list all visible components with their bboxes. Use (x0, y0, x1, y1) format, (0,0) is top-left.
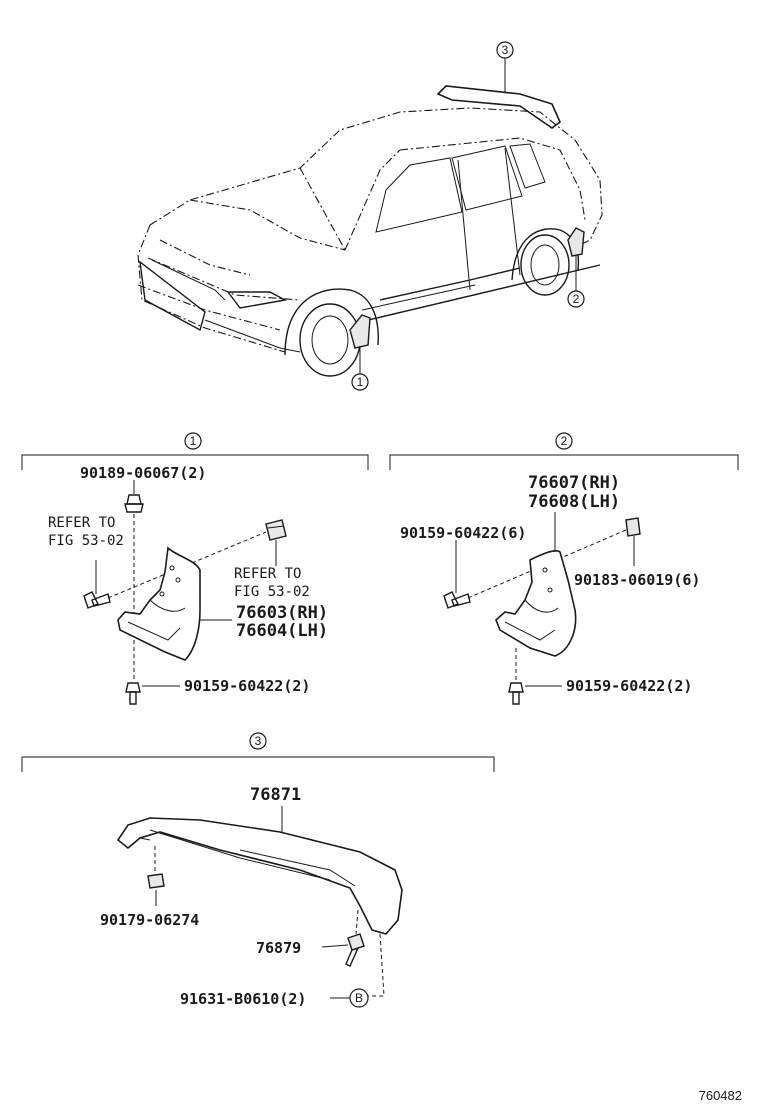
section-3-header: 3 (21, 732, 495, 772)
part-label-90189-06067: 90189-06067(2) (80, 464, 206, 482)
callout-3-vehicle: 3 (496, 41, 514, 92)
section-3-parts: B (116, 806, 403, 1008)
bolt-icon (345, 933, 365, 967)
mudguard-rear (495, 550, 577, 657)
svg-text:1: 1 (190, 434, 197, 448)
svg-text:3: 3 (255, 734, 262, 748)
callout-2-vehicle: 2 (567, 255, 585, 308)
part-label-90159-60422: 90159-60422(2) (184, 677, 310, 695)
clip-icon (265, 519, 287, 541)
part-label-76871: 76871 (250, 785, 301, 805)
vehicle-illustration (137, 85, 603, 377)
section-2-header: 2 (389, 432, 739, 470)
callout-b: B (355, 991, 363, 1005)
callout-1-vehicle: 1 (351, 346, 369, 391)
refer-to-label: REFER TO (234, 566, 301, 582)
part-label-76607: 76607(RH) (528, 473, 620, 493)
screw-icon (83, 560, 111, 609)
part-label-90179-06274: 90179-06274 (100, 911, 199, 929)
part-label-76603: 76603(RH) (236, 603, 328, 623)
screw-icon (125, 682, 141, 705)
nut-icon (147, 873, 165, 889)
fig-reference-label: FIG 53-02 (234, 584, 310, 600)
section-1-header: 1 (21, 432, 369, 470)
bolt-icon (124, 480, 144, 513)
screw-icon (508, 682, 524, 705)
rear-spoiler (116, 817, 403, 935)
part-label-76608: 76608(LH) (528, 492, 620, 512)
svg-text:2: 2 (561, 434, 568, 448)
part-label-76604: 76604(LH) (236, 621, 328, 641)
fig-reference-label: FIG 53-02 (48, 533, 124, 549)
clip-icon (625, 517, 641, 537)
diagram-id: 760482 (699, 1088, 742, 1103)
part-label-90159-60422: 90159-60422(6) (400, 524, 526, 542)
svg-text:3: 3 (502, 43, 509, 57)
screw-icon (443, 540, 471, 609)
mudguard-front (117, 546, 201, 661)
refer-to-label: REFER TO (48, 515, 115, 531)
section-2-parts (443, 512, 641, 705)
part-label-76879: 76879 (256, 939, 301, 957)
svg-text:1: 1 (357, 375, 364, 389)
part-label-90159-60422: 90159-60422(2) (566, 677, 692, 695)
part-label-91631-b0610: 91631-B0610(2) (180, 990, 306, 1008)
section-1-parts (83, 480, 287, 705)
part-label-90183-06019: 90183-06019(6) (574, 571, 700, 589)
svg-text:2: 2 (573, 292, 580, 306)
